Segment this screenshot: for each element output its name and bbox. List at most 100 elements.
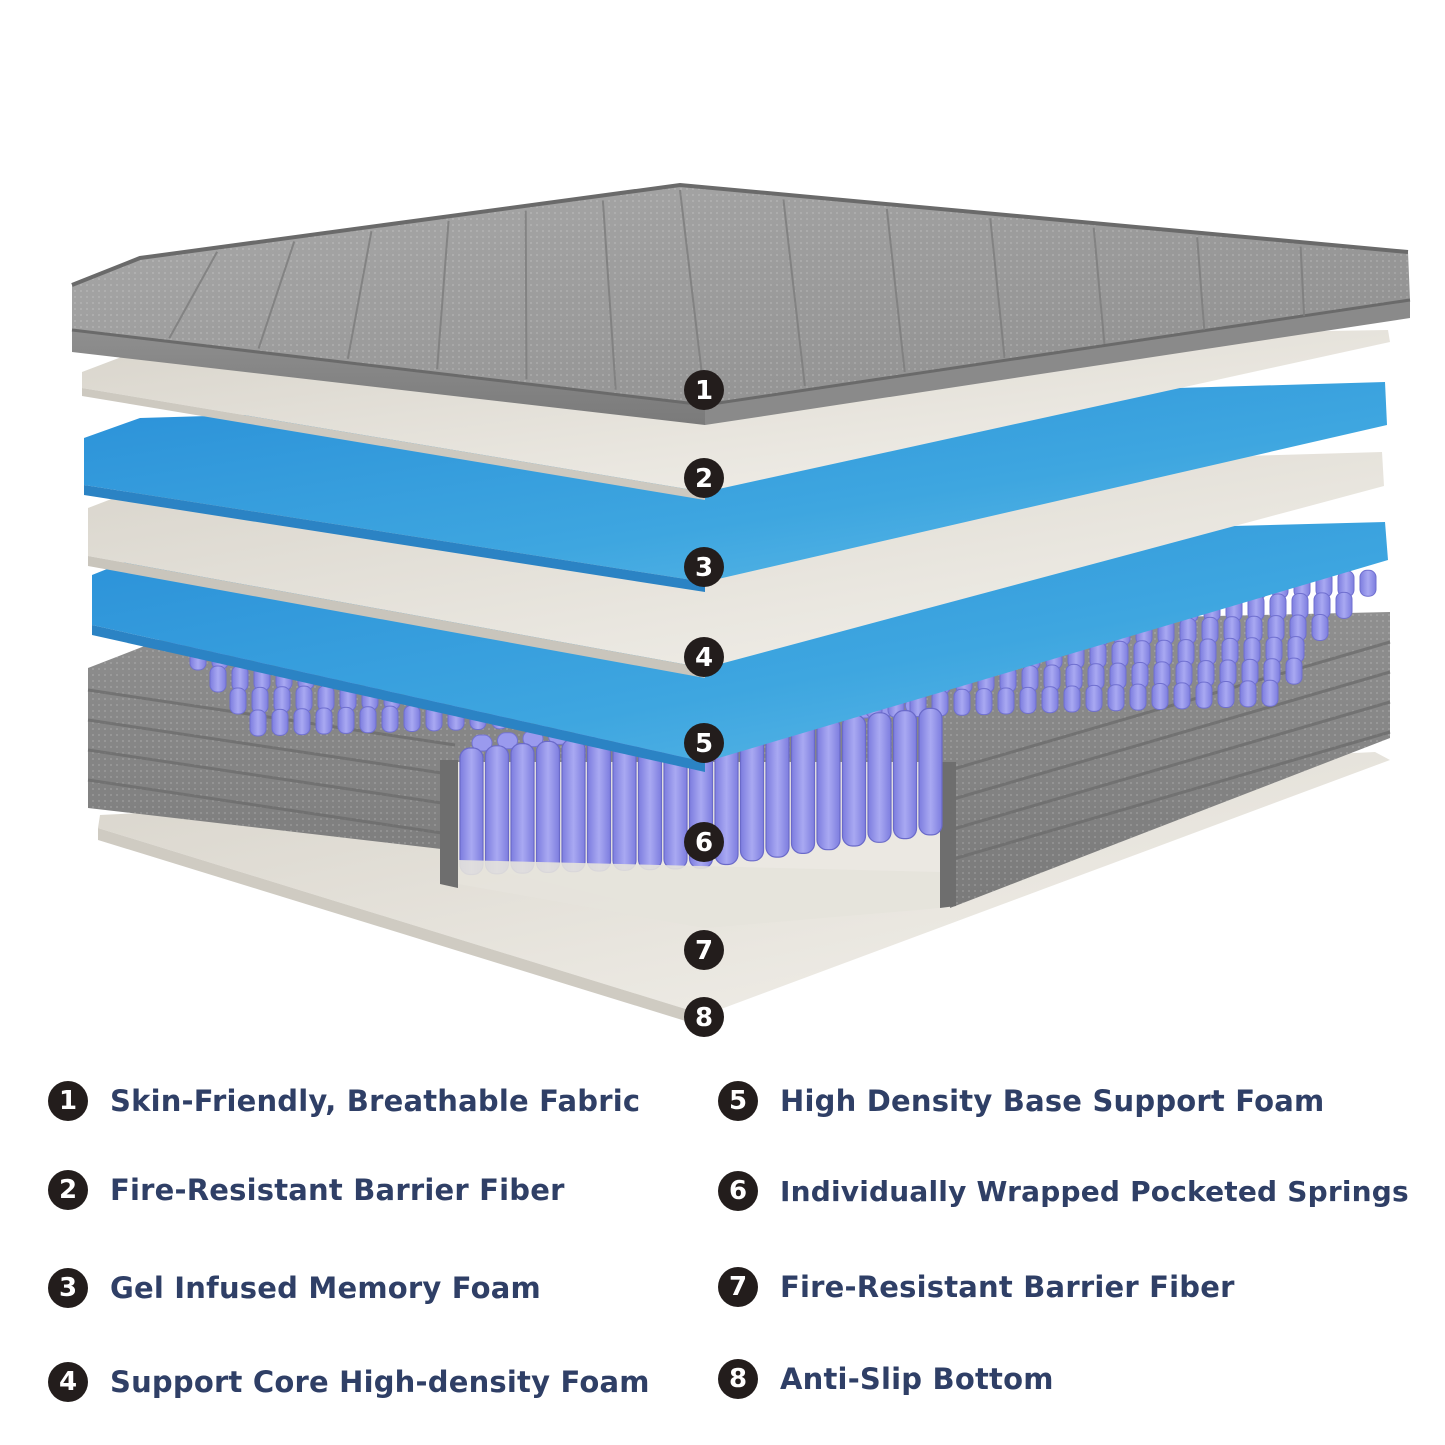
marker-1: 1 (684, 370, 724, 410)
spring-coil (381, 705, 399, 733)
legend-item-3: 3 Gel Infused Memory Foam (48, 1263, 541, 1313)
spring-coil (1173, 682, 1191, 710)
spring-coil (790, 718, 816, 855)
spring-coil (1335, 591, 1353, 619)
legend-item-4: 4 Support Core High-density Foam (48, 1357, 650, 1407)
quilt-seam (257, 241, 296, 349)
spring-coil (209, 665, 227, 693)
spring-coil (1217, 681, 1235, 709)
quilt-seam (601, 200, 617, 390)
marker-4: 4 (684, 637, 724, 677)
quilt-seam (885, 208, 906, 373)
legend-label: Fire-Resistant Barrier Fiber (110, 1173, 565, 1207)
spring-coil (249, 709, 267, 737)
spring-coil (510, 742, 535, 874)
legend-label: Skin-Friendly, Breathable Fabric (110, 1084, 641, 1118)
spring-coil (403, 704, 421, 732)
legend-item-1: 1 Skin-Friendly, Breathable Fabric (48, 1076, 640, 1126)
legend-number: 1 (48, 1081, 88, 1121)
spring-coil (953, 688, 971, 716)
svg-text:1: 1 (695, 376, 713, 406)
spring-coil (816, 716, 841, 851)
spring-coil (471, 734, 493, 752)
legend-number: 5 (718, 1081, 758, 1121)
spring-coil (1019, 686, 1037, 714)
spring-coil (337, 706, 355, 734)
quilt-seam (524, 210, 528, 380)
marker-3: 3 (684, 547, 724, 587)
spring-coil (1311, 613, 1329, 641)
spring-coil (1359, 569, 1377, 597)
marker-8: 8 (684, 997, 724, 1037)
layer-fire-resistant-fiber-bottom (458, 860, 940, 928)
spring-coil (251, 686, 269, 714)
spring-coil (1285, 657, 1303, 685)
mattress-layers-diagram: 1 2 3 4 5 6 7 8 (71, 182, 1411, 1037)
spring-coil (229, 687, 247, 715)
quilt-seam (1299, 246, 1306, 317)
spring-coil (1063, 685, 1081, 713)
legend-item-2: 2 Fire-Resistant Barrier Fiber (48, 1165, 565, 1215)
legend-number: 2 (48, 1170, 88, 1210)
spring-coil (586, 736, 612, 872)
spring-coil (315, 707, 333, 735)
legend-number: 7 (718, 1267, 758, 1307)
spring-coil (317, 685, 335, 713)
svg-text:7: 7 (695, 936, 713, 966)
quilt-seam (989, 218, 1006, 359)
svg-text:6: 6 (695, 828, 713, 858)
spring-coil (918, 707, 943, 836)
marker-5: 5 (684, 723, 724, 763)
spring-coil (841, 714, 867, 847)
spring-coil (867, 712, 892, 843)
legend-number: 8 (718, 1359, 758, 1399)
spring-coil (975, 688, 993, 716)
svg-text:3: 3 (695, 553, 713, 583)
legend-label: Fire-Resistant Barrier Fiber (780, 1270, 1235, 1304)
spring-coil (273, 686, 291, 714)
spring-coil (359, 706, 377, 734)
legend-item-8: 8 Anti-Slip Bottom (718, 1354, 1054, 1404)
spring-coil (535, 740, 561, 874)
marker-2: 2 (684, 458, 724, 498)
spring-coil (1107, 684, 1125, 712)
layer-breathable-fabric (71, 182, 1411, 425)
legend-item-5: 5 High Density Base Support Foam (718, 1076, 1324, 1126)
quilt-seam (168, 251, 219, 339)
spring-coil (997, 687, 1015, 715)
quilt-seam (1196, 237, 1206, 331)
legend-label: Individually Wrapped Pocketed Springs (780, 1174, 1409, 1208)
spring-coil (561, 738, 586, 873)
spring-coil (459, 747, 484, 876)
spring-coil (295, 685, 313, 713)
quilt-seam (346, 230, 373, 360)
legend-label: Support Core High-density Foam (110, 1365, 650, 1399)
spring-coil (293, 708, 311, 736)
spring-coil (1129, 683, 1147, 711)
svg-text:5: 5 (695, 729, 713, 759)
spring-coil (1085, 684, 1103, 712)
marker-6: 6 (684, 822, 724, 862)
spring-coil (1041, 686, 1059, 714)
svg-text:4: 4 (695, 643, 713, 673)
spring-coil (1239, 680, 1257, 708)
spring-coil (484, 745, 510, 875)
quilt-seam (782, 199, 806, 387)
spring-coil (1261, 679, 1279, 707)
legend-number: 6 (718, 1171, 758, 1211)
spring-coil (271, 708, 289, 736)
quilt-seam (1092, 227, 1106, 345)
spring-coil (1195, 681, 1213, 709)
quilt-seam (436, 220, 450, 370)
spring-coil (892, 709, 918, 840)
legend-item-7: 7 Fire-Resistant Barrier Fiber (718, 1262, 1235, 1312)
svg-text:8: 8 (695, 1003, 713, 1033)
legend-item-6: 6 Individually Wrapped Pocketed Springs (718, 1166, 1409, 1216)
marker-7: 7 (684, 930, 724, 970)
legend-label: Anti-Slip Bottom (780, 1362, 1054, 1396)
legend-label: Gel Infused Memory Foam (110, 1271, 541, 1305)
spring-coil (1151, 682, 1169, 710)
legend-number: 3 (48, 1268, 88, 1308)
legend-label: High Density Base Support Foam (780, 1084, 1325, 1118)
legend-number: 4 (48, 1362, 88, 1402)
